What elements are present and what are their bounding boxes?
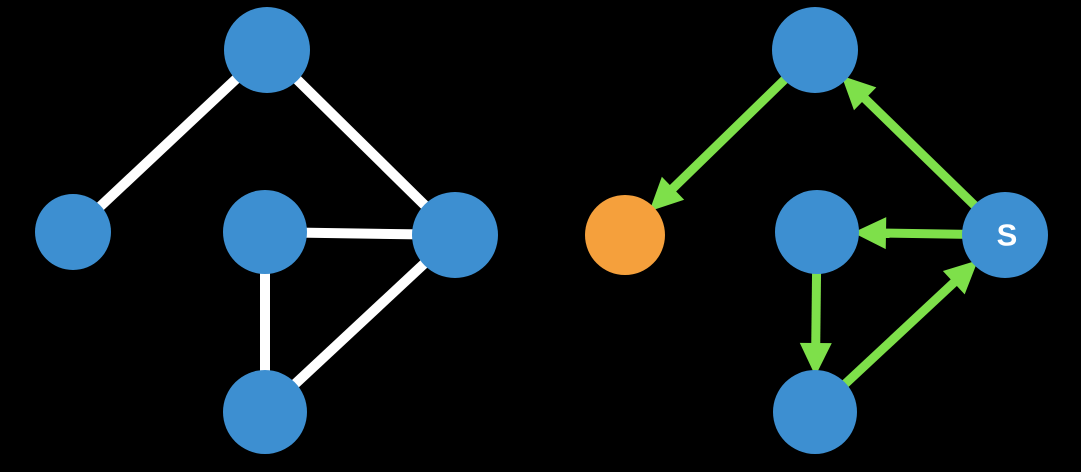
- edges-layer: [92, 71, 982, 392]
- graph-node[interactable]: [35, 194, 111, 270]
- graph-edge: [289, 72, 433, 213]
- graph-edge-shaft: [838, 278, 959, 391]
- graph-edge: [92, 71, 244, 214]
- graph-edge: [287, 256, 432, 392]
- graph-node[interactable]: [412, 192, 498, 278]
- graph-node[interactable]: [224, 7, 310, 93]
- graph-edge-shaft: [811, 267, 822, 346]
- graph-node[interactable]: [585, 195, 665, 275]
- graph-node[interactable]: [773, 370, 857, 454]
- graph-edge-arrowhead: [799, 342, 832, 377]
- graph-node[interactable]: [223, 190, 307, 274]
- graph-edge-shaft: [860, 94, 982, 213]
- graph-edge: [300, 227, 419, 240]
- graph-edge-shaft: [668, 72, 792, 193]
- graph-edge-arrowhead: [942, 260, 978, 295]
- graph-node[interactable]: [775, 190, 859, 274]
- graph-node[interactable]: [962, 192, 1048, 278]
- graph-edge-arrowhead: [649, 176, 685, 212]
- graph-edge-shaft: [883, 228, 969, 239]
- nodes-layer: [35, 7, 1048, 454]
- graph-edge-arrowhead: [841, 75, 877, 111]
- graph-node[interactable]: [772, 7, 858, 93]
- graph-node[interactable]: [223, 370, 307, 454]
- graph-edge-arrowhead: [852, 217, 887, 250]
